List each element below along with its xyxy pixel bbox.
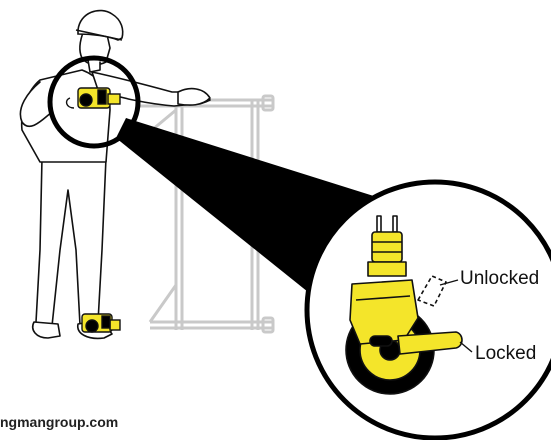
locked-label: Locked bbox=[475, 343, 536, 365]
detail-circle-large bbox=[307, 182, 551, 438]
caster-floor-icon bbox=[82, 314, 120, 332]
footer-website: ngmangroup.com bbox=[0, 414, 118, 430]
unlocked-label: Unlocked bbox=[460, 268, 539, 290]
